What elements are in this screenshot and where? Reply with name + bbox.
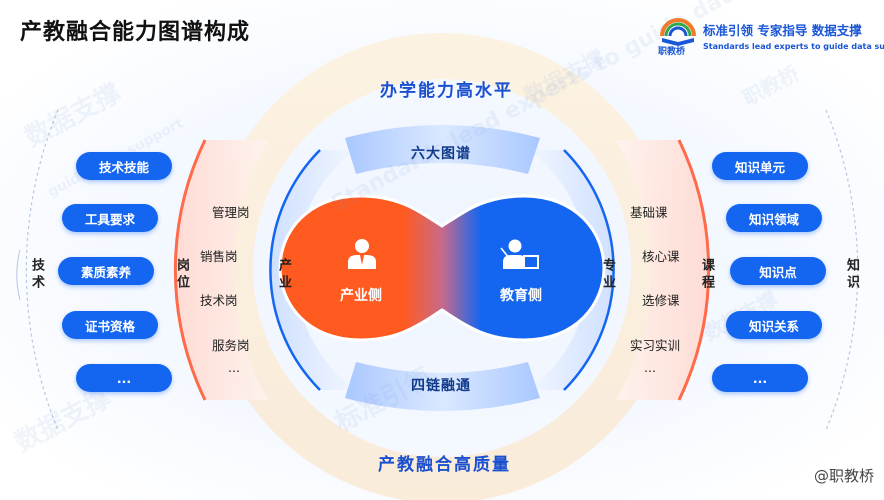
right-arc-item: ...	[644, 360, 656, 375]
book-rainbow-logo-icon	[660, 18, 696, 46]
left-pill: 工具要求	[62, 204, 158, 232]
left-arc-item: ...	[228, 360, 240, 375]
right-outer-label: 知识	[844, 258, 859, 292]
teacher-board-icon	[500, 239, 539, 269]
page-title: 产教融合能力图谱构成	[20, 20, 251, 45]
left-outer-label: 技术	[29, 258, 44, 292]
top-banner: 办学能力高水平	[380, 81, 513, 101]
right-pill: 知识关系	[726, 311, 822, 339]
logo-slogan-en: Standards lead experts to guide data sup…	[703, 42, 884, 51]
left-pill: ...	[76, 364, 172, 392]
right-pill: 知识单元	[712, 152, 808, 180]
bottom-banner: 产教融合高质量	[378, 455, 511, 475]
left-pill: 技术技能	[76, 152, 172, 180]
right-arc-item: 选修课	[642, 293, 680, 308]
left-inner-label: 产业	[276, 258, 291, 292]
center-left-label: 产业侧	[340, 288, 382, 304]
left-arc-item: 服务岗	[212, 338, 250, 353]
logo-caption: 职教桥	[658, 47, 686, 57]
right-arc-item: 实习实训	[630, 338, 681, 353]
left-arc-item: 管理岗	[212, 205, 250, 220]
right-pill: 知识领域	[726, 204, 822, 232]
right-arc-item: 基础课	[630, 205, 668, 220]
right-inner-label: 专业	[600, 258, 615, 292]
left-pill: 证书资格	[62, 311, 158, 339]
right-arc-label: 课程	[699, 258, 714, 292]
left-pill: 素质素养	[58, 257, 154, 285]
right-arc-item: 核心课	[642, 249, 680, 264]
left-arc-item: 技术岗	[200, 293, 238, 308]
logo-slogan-cn: 标准引领 专家指导 数据支撑	[703, 23, 862, 38]
inner-bottom-band-label: 四链融通	[411, 378, 471, 394]
left-arc-item: 销售岗	[200, 249, 238, 264]
industry-person-icon	[348, 239, 376, 269]
logo-slogan: 标准引领 专家指导 数据支撑 Standards lead experts to…	[703, 20, 884, 51]
right-pill: ...	[712, 364, 808, 392]
right-pill: 知识点	[730, 257, 826, 285]
inner-top-band-label: 六大图谱	[411, 146, 471, 162]
left-arc-label: 岗位	[174, 258, 189, 292]
center-right-label: 教育侧	[500, 288, 542, 304]
footer-watermark: @职教桥	[813, 467, 874, 485]
